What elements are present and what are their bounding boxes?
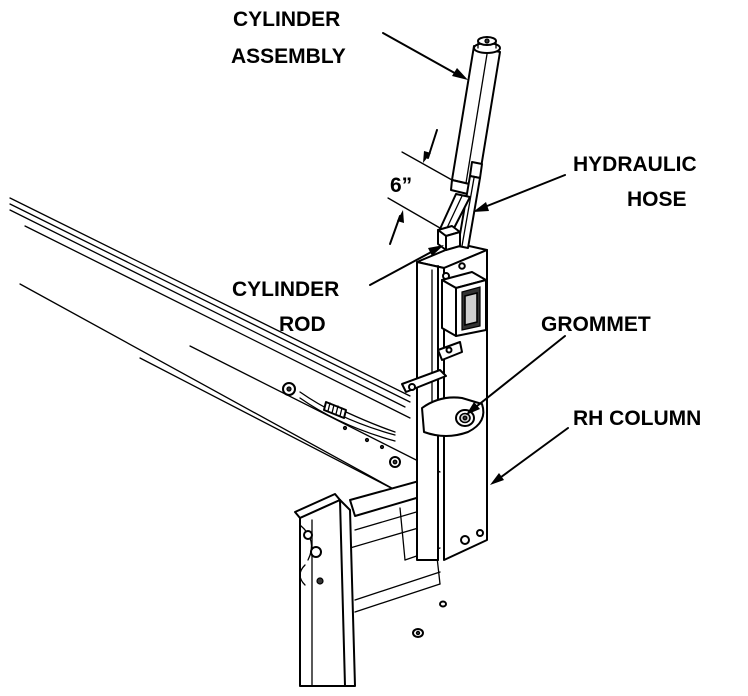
label-hydraulic-hose-line2: HOSE bbox=[627, 188, 687, 211]
leader-lines bbox=[369, 32, 569, 485]
cylinder-rod bbox=[437, 193, 471, 251]
floor-holes bbox=[412, 600, 447, 638]
dimension-marks bbox=[387, 129, 453, 245]
label-cylinder-rod-line1: CYLINDER bbox=[232, 278, 339, 301]
label-hydraulic-hose-line1: HYDRAULIC bbox=[573, 153, 697, 176]
label-grommet: GROMMET bbox=[541, 313, 651, 336]
cylinder-assembly bbox=[450, 36, 501, 197]
label-cylinder-assembly-line1: CYLINDER bbox=[233, 8, 340, 31]
rail-bolts bbox=[282, 382, 401, 468]
side-rail bbox=[9, 197, 441, 499]
label-cylinder-assembly-line2: ASSEMBLY bbox=[231, 45, 346, 68]
rh-column bbox=[401, 243, 488, 561]
label-dimension: 6” bbox=[390, 174, 412, 197]
left-post bbox=[294, 493, 356, 687]
label-cylinder-assembly: CYLINDER ASSEMBLY bbox=[231, 8, 346, 68]
label-rh-column: RH COLUMN bbox=[573, 407, 701, 430]
hose-fitting bbox=[323, 401, 396, 433]
label-hydraulic-hose: HYDRAULIC HOSE bbox=[573, 153, 697, 211]
label-cylinder-rod-line2: ROD bbox=[279, 313, 326, 336]
hydraulic-hose bbox=[457, 175, 481, 249]
label-cylinder-rod: CYLINDER ROD bbox=[232, 278, 339, 336]
